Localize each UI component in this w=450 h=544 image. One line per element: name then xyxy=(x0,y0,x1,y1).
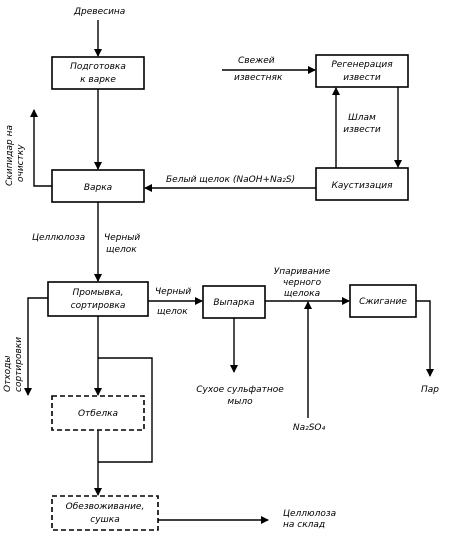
node-burning: Сжигание xyxy=(349,284,417,318)
label-soap-1: Сухое сульфатное xyxy=(196,385,284,395)
label-sort-waste: Отходы сортировки xyxy=(3,337,24,392)
node-preparation-line1: Подготовка xyxy=(70,62,126,72)
label-pulp-out-2: на склад xyxy=(283,520,325,530)
node-drying-line1: Обезвоживание, xyxy=(66,502,145,512)
arrow-turpentine xyxy=(30,109,52,187)
node-evaporation: Выпарка xyxy=(202,285,266,319)
label-steam: Пар xyxy=(421,385,439,395)
node-burning-label: Сжигание xyxy=(359,297,407,307)
label-turpentine-1: Скипидар на xyxy=(5,125,15,186)
node-drying-line2: сушка xyxy=(90,515,119,525)
label-sort-waste-1: Отходы xyxy=(3,356,13,393)
node-washing-line2: сортировка xyxy=(71,301,126,311)
label-concentration-3: щелока xyxy=(284,289,320,299)
flow-arrows xyxy=(24,20,434,524)
label-cellulose: Целлюлоза xyxy=(32,233,85,243)
label-black-liquor-a-2: щелок xyxy=(106,245,137,255)
node-preparation-line2: к варке xyxy=(80,75,116,85)
label-concentration-1: Упаривание xyxy=(274,267,331,277)
label-turpentine-2: очистку xyxy=(16,144,26,182)
label-turpentine: Скипидар на очистку xyxy=(5,125,26,186)
label-wood: Древесина xyxy=(73,7,125,17)
label-lime-sludge-1: Шлам xyxy=(348,113,376,123)
label-black-liquor-a-1: Черный xyxy=(104,233,140,243)
label-sodium-sulfate: Na₂SO₄ xyxy=(293,423,326,433)
arrow-sort-waste xyxy=(24,297,48,396)
node-cooking: Варка xyxy=(51,169,145,203)
label-soap-2: мыло xyxy=(227,397,253,407)
node-regeneration-line2: извести xyxy=(343,73,381,83)
node-washing: Промывка, сортировка xyxy=(47,281,149,317)
label-sort-waste-2: сортировки xyxy=(14,337,24,392)
node-bleaching: Отбелка xyxy=(51,395,145,431)
arrow-steam xyxy=(416,300,434,377)
label-lime-sludge-2: извести xyxy=(343,125,381,135)
node-causticizing: Каустизация xyxy=(315,167,409,201)
node-drying: Обезвоживание, сушка xyxy=(51,495,159,531)
node-causticizing-label: Каустизация xyxy=(332,181,394,191)
label-black-liquor-b-1: Черный xyxy=(155,287,191,297)
node-regeneration-line1: Регенерация xyxy=(331,60,393,70)
node-washing-line1: Промывка, xyxy=(73,288,124,298)
label-concentration-2: черного xyxy=(283,278,322,288)
label-white-liquor: Белый щелок (NaOH+Na₂S) xyxy=(166,175,295,185)
node-regeneration: Регенерация извести xyxy=(315,54,409,88)
node-bleaching-label: Отбелка xyxy=(78,409,118,419)
label-fresh-lime-1: Свежей xyxy=(238,56,275,66)
node-preparation: Подготовка к варке xyxy=(51,56,145,90)
node-cooking-label: Варка xyxy=(84,183,112,193)
line-bypass xyxy=(98,357,153,463)
label-pulp-out-1: Целлюлоза xyxy=(283,509,336,519)
label-fresh-lime-2: известняк xyxy=(234,73,283,83)
label-black-liquor-b-2: щелок xyxy=(157,307,188,317)
node-evaporation-label: Выпарка xyxy=(213,298,254,308)
